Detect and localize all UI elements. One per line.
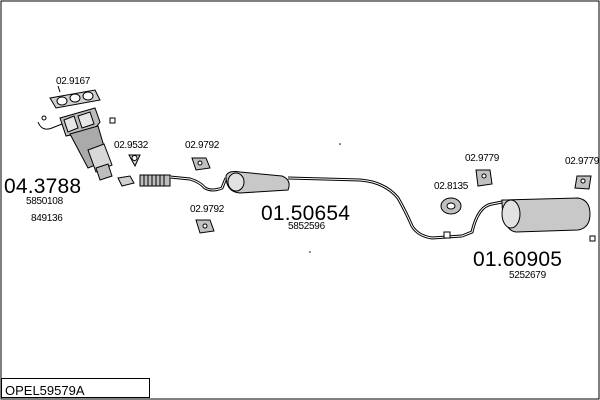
label-hanger-rear-left: 02.9779	[465, 153, 500, 164]
label-flange-gasket: 02.9532	[114, 140, 149, 151]
label-manifold-catalyst-number: 04.3788	[4, 175, 82, 198]
rubber-mount-upper-drawing	[191, 157, 211, 171]
label-middle-silencer-oe: 5852596	[288, 221, 325, 232]
diagram-dot	[309, 251, 311, 253]
label-middle-silencer-number: 01.50654	[261, 202, 351, 225]
label-rubber-mount-upper: 02.9792	[185, 140, 220, 151]
label-manifold-catalyst-oe-2: 849136	[31, 213, 63, 224]
hanger-rear-right-drawing	[574, 175, 592, 190]
assembly-code-box: OPEL59579A	[1, 378, 150, 398]
hanger-rear-left-drawing	[475, 169, 493, 187]
label-rear-silencer-oe: 5252679	[509, 270, 546, 281]
diagram-dot	[339, 143, 341, 145]
manifold-catalyst-drawing	[37, 107, 116, 181]
assembly-code: OPEL59579A	[5, 383, 85, 398]
middle-silencer-drawing	[225, 171, 463, 240]
flange-gasket-drawing	[128, 154, 141, 168]
rubber-mount-lower-drawing	[195, 219, 215, 234]
label-manifold-catalyst-oe-1: 5850108	[26, 196, 63, 207]
rubber-ring-drawing	[440, 197, 462, 215]
label-rubber-ring: 02.8135	[434, 181, 469, 192]
rear-silencer-drawing	[461, 197, 596, 242]
label-manifold-gasket: 02.9167	[56, 76, 91, 87]
label-hanger-rear-right: 02.9779	[565, 156, 600, 167]
front-pipe-drawing	[117, 174, 228, 192]
label-rear-silencer-number: 01.60905	[473, 248, 563, 271]
manifold-gasket-drawing	[49, 85, 101, 109]
label-rubber-mount-lower: 02.9792	[190, 204, 225, 215]
